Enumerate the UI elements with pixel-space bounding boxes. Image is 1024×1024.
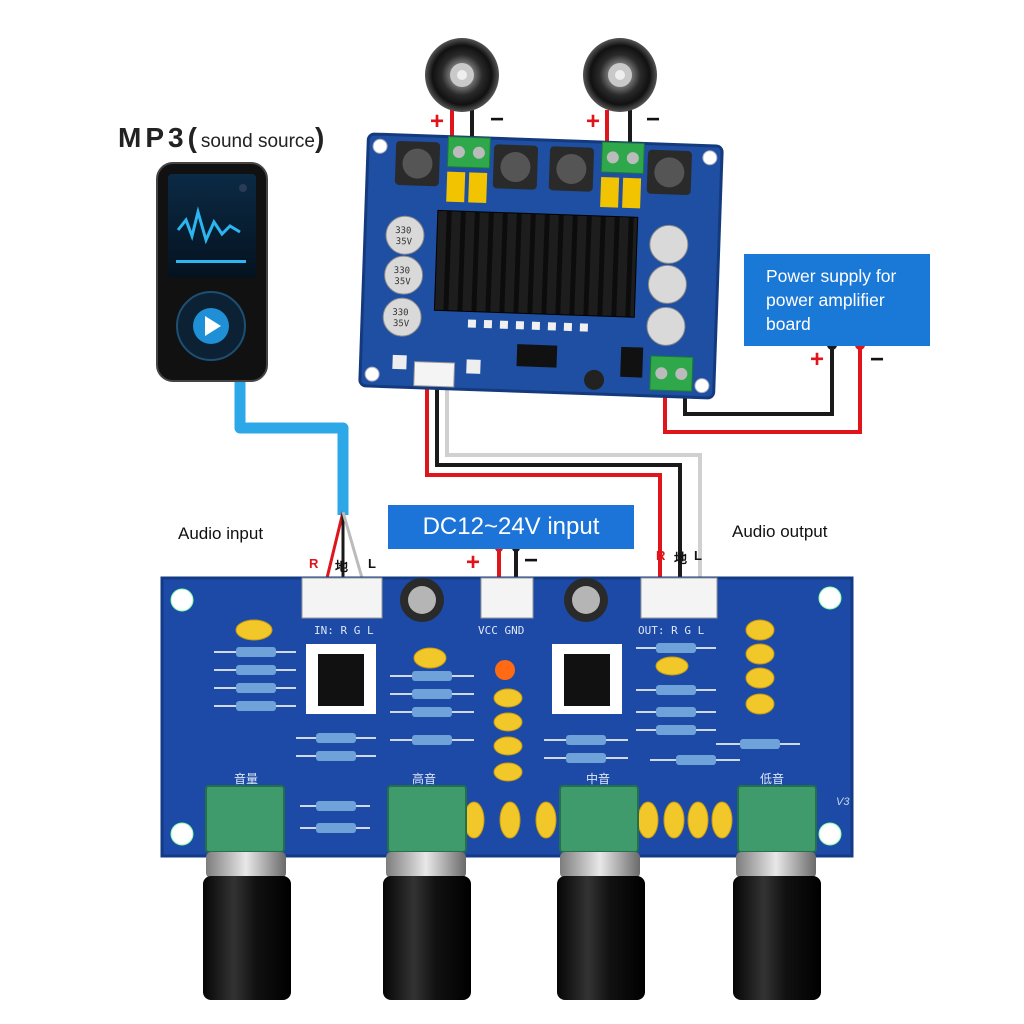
- input-connector: [301, 577, 383, 619]
- svg-text:330: 330: [392, 308, 409, 319]
- speaker-right: [583, 38, 657, 112]
- knob-mid: [557, 852, 645, 1000]
- dc-connector: [480, 577, 534, 619]
- silk-vcc-gnd: VCC GND: [478, 624, 525, 637]
- dc-plus: +: [466, 549, 481, 576]
- power-supply-label: Power supply for power amplifier board: [744, 254, 930, 346]
- silk-mid: 中音: [586, 772, 611, 786]
- psu-wire-red: [663, 345, 862, 434]
- output-pin-l: L: [694, 548, 702, 563]
- psu-wire-black: [683, 345, 834, 416]
- knob-bass: [733, 852, 821, 1000]
- pot-mid-body: [559, 785, 639, 853]
- tone-board: [160, 576, 854, 858]
- output-pin-ground: 地: [674, 551, 688, 566]
- svg-text:35V: 35V: [396, 237, 413, 248]
- audio-output-label: Audio output: [732, 522, 828, 541]
- audio-input-label: Audio input: [178, 524, 264, 543]
- mp3-source-label: MP3(sound source): [118, 122, 329, 153]
- speaker-left-minus: −: [490, 106, 505, 133]
- silk-out: OUT: R G L: [638, 624, 705, 637]
- silk-version: V3: [836, 796, 850, 808]
- cap-value-text: 330: [395, 226, 412, 237]
- audio-cable: [234, 372, 349, 515]
- input-pin-l: L: [368, 556, 376, 571]
- knob-volume: [203, 852, 291, 1000]
- silk-in: IN: R G L: [314, 624, 374, 637]
- psu-minus: −: [870, 346, 885, 373]
- amp-input-connector: [413, 361, 456, 388]
- pot-volume-body: [205, 785, 285, 853]
- pot-treble-body: [387, 785, 467, 853]
- input-wire-red: [325, 511, 345, 579]
- amp-wire-black: [435, 385, 682, 585]
- psu-plus: +: [810, 346, 825, 373]
- heatsink: [433, 209, 639, 318]
- dc-minus: −: [524, 547, 539, 574]
- amp-wire-white: [445, 385, 702, 585]
- svg-text:35V: 35V: [394, 277, 411, 288]
- svg-text:330: 330: [394, 266, 411, 277]
- amp-wire-red: [425, 385, 662, 585]
- input-pin-ground: 地: [335, 559, 349, 574]
- output-connector: [640, 577, 718, 619]
- speaker-right-plus: +: [586, 108, 601, 135]
- play-icon: [205, 316, 221, 336]
- output-pin-r: R: [656, 548, 666, 563]
- input-pin-r: R: [309, 556, 319, 571]
- pot-bass-body: [737, 785, 817, 853]
- svg-text:35V: 35V: [393, 319, 410, 330]
- knob-treble: [383, 852, 471, 1000]
- mp3-main-text: MP3: [118, 122, 188, 153]
- amp-power-terminal: [649, 355, 694, 392]
- silk-bass: 低音: [760, 772, 785, 786]
- mp3-sub-text: sound source: [200, 131, 315, 152]
- dc-input-label: DC12~24V input: [388, 505, 634, 549]
- mp3-player: [156, 162, 268, 382]
- silk-treble: 高音: [412, 772, 437, 786]
- speaker-left-plus: +: [430, 108, 445, 135]
- speaker-right-minus: −: [646, 106, 661, 133]
- input-wire-white: [341, 511, 364, 579]
- silk-volume: 音量: [234, 772, 259, 786]
- speaker-left: [425, 38, 499, 112]
